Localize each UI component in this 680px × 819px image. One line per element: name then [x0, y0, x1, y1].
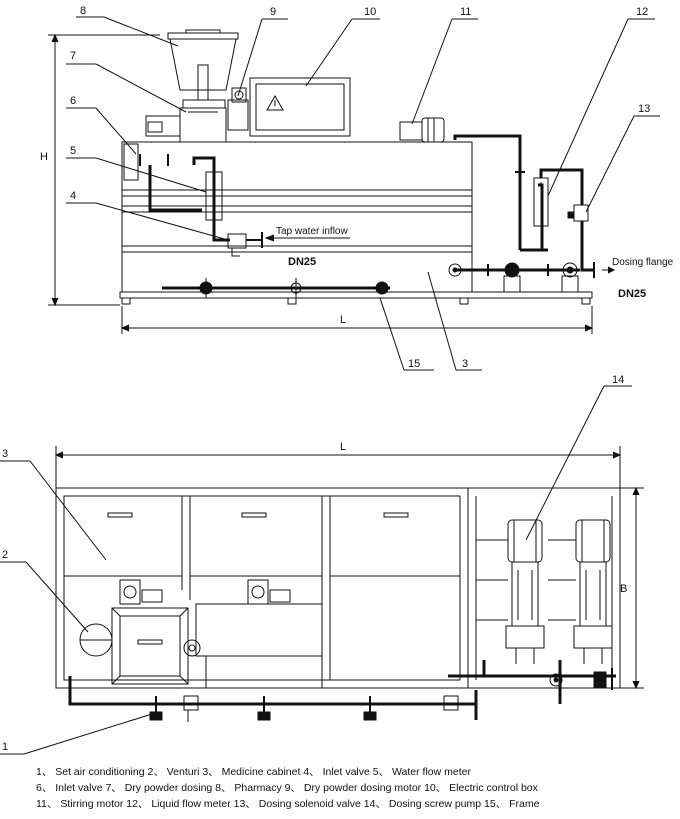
width-label: B — [620, 583, 627, 595]
equipment-drawing: H — [0, 5, 674, 755]
callout-3b: 3 — [2, 448, 8, 460]
width-dimension: B — [620, 486, 644, 690]
callout-8: 8 — [80, 5, 86, 17]
callout-5: 5 — [70, 145, 76, 157]
legend-line-1: 1、 Set air conditioning 2、 Venturi 3、 Me… — [36, 766, 471, 778]
height-label: H — [40, 151, 48, 163]
dosing-flange-label: Dosing flange — [612, 257, 674, 268]
water-inflow-pipe — [148, 156, 263, 257]
callout-6: 6 — [70, 95, 76, 107]
frame-base — [119, 291, 593, 305]
dosing-screw-pump-2 — [573, 519, 613, 664]
plan-mixing-chamber — [195, 579, 323, 689]
tap-water-label: Tap water inflow — [276, 226, 348, 237]
callout-1: 1 — [2, 741, 8, 753]
callout-14: 14 — [612, 374, 624, 386]
callout-2: 2 — [2, 549, 8, 561]
plan-pipework — [68, 660, 616, 722]
plan-callouts: 3 2 14 1 — [0, 374, 632, 755]
stirring-motor — [399, 117, 445, 143]
callout-10: 10 — [364, 6, 376, 18]
length-dimension-top: L — [120, 306, 594, 334]
front-view: H — [40, 5, 674, 371]
callout-15: 15 — [408, 358, 420, 370]
length-dimension-bottom: L — [54, 441, 622, 488]
dry-powder-dosing-motor — [227, 87, 249, 131]
plan-dry-powder-unit — [79, 579, 201, 685]
dn25-left-label: DN25 — [288, 256, 316, 268]
top-view: L — [0, 374, 644, 755]
medicine-cabinet-tank — [121, 141, 473, 293]
callout-12: 12 — [636, 6, 648, 18]
height-dimension: H — [40, 33, 160, 307]
callout-9: 9 — [270, 6, 276, 18]
legend-line-3: 11、 Stirring motor 12、 Liquid flow meter… — [36, 798, 540, 810]
callout-11: 11 — [460, 6, 471, 18]
front-callouts: 8 9 10 11 12 13 7 — [66, 5, 660, 371]
electric-control-box — [249, 77, 351, 137]
dosing-pipework — [448, 134, 595, 293]
callout-13: 13 — [638, 103, 650, 115]
tap-water-arrow: Tap water inflow DN25 — [264, 226, 350, 268]
callout-4: 4 — [70, 190, 76, 202]
pharmacy-hopper — [167, 29, 239, 109]
callout-3: 3 — [462, 358, 468, 370]
length-bottom-label: L — [340, 441, 346, 453]
drain-pipe — [162, 278, 390, 298]
dry-powder-dosing — [145, 107, 227, 143]
dosing-screw-pump-1 — [505, 519, 545, 664]
callout-7: 7 — [70, 50, 76, 62]
pump-skid — [467, 487, 621, 689]
inlet-valve-6 — [123, 143, 169, 181]
dn25-right-label: DN25 — [618, 288, 646, 300]
dosing-flange-arrow: Dosing flange DN25 — [602, 257, 674, 300]
legend-line-2: 6、 Inlet valve 7、 Dry powder dosing 8、 P… — [36, 782, 538, 794]
length-top-label: L — [340, 314, 346, 326]
